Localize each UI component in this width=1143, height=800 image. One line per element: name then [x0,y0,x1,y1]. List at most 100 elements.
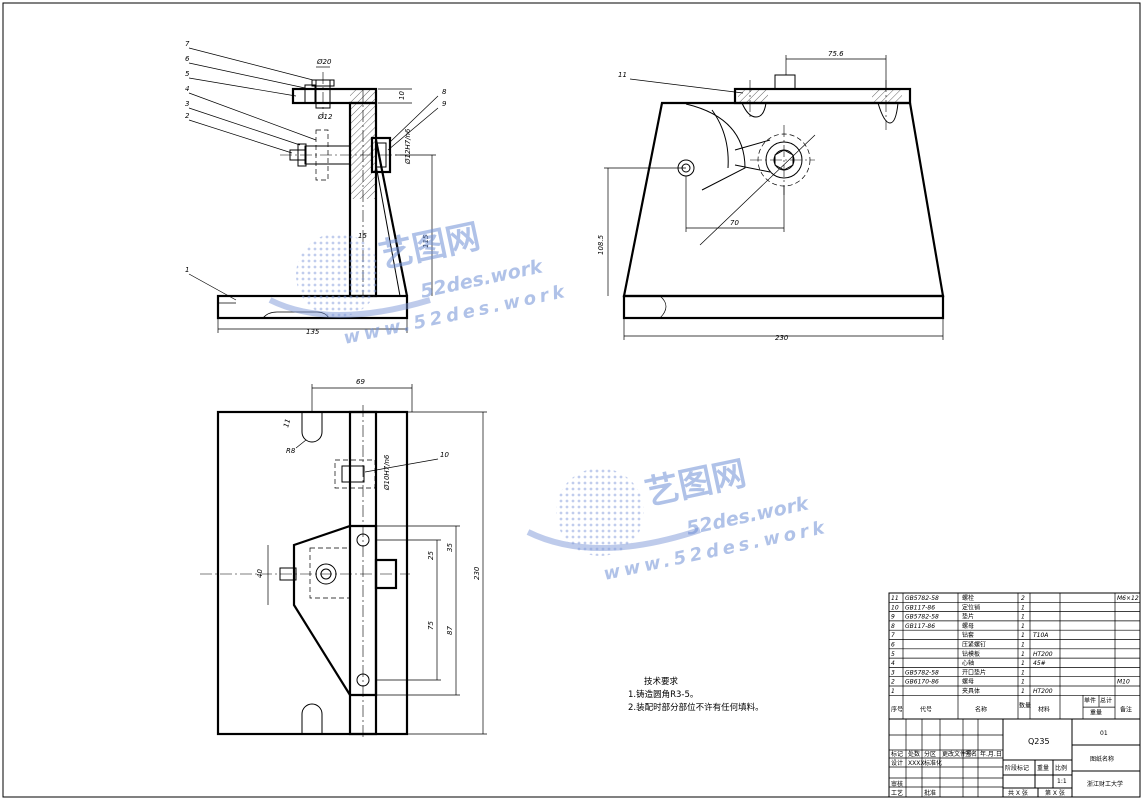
bom-header-no: 序号 [891,705,903,713]
bom-row-7-qty: 1 [1021,632,1025,639]
leader-label-1: 1 [185,266,189,274]
bom-header-total: 总计 [1100,696,1112,704]
bom-row-10-name: 定位销 [962,603,980,611]
tech-req-item-2: 2.装配时部分部位不许有任何填料。 [628,702,764,713]
technical-requirements: 技术要求 1.铸造圆角R3-5。 2.装配时部分部位不许有任何填料。 [628,676,764,713]
dim-top-dia: Ø20 [316,58,332,66]
bom-row-7-mat: T10A [1033,632,1048,639]
title-drawing-name: 图纸名称 [1090,755,1114,763]
dim-plan-75: 75 [427,621,435,630]
leader-label-9: 9 [442,100,447,108]
bom-row-11-name: 螺栓 [962,594,974,602]
bom-row-4-mat: 45# [1033,660,1046,667]
leader-label-4: 4 [185,85,189,93]
bom-row-3-no: 3 [891,669,895,676]
tech-req-item-1: 1.铸造圆角R3-5。 [628,689,698,700]
leader-label-6: 6 [185,55,190,63]
bom-row-9-qty: 1 [1021,614,1025,621]
leader-label-7: 7 [185,40,190,48]
tech-req-title: 技术要求 [644,676,679,687]
svg-text:年.月.日: 年.月.日 [980,750,1002,758]
bom-row-2-code: GB6170-86 [905,679,939,686]
bom-row-4-no: 4 [891,660,895,667]
plan-view: 69 R8 11 Ø10H7/n6 10 25 35 75 87 230 40 [200,378,487,740]
bom-row-9-name: 垫片 [962,613,974,621]
bom-row-11-note: M6×12 [1117,595,1139,602]
bom-row-6-name: 压紧螺钉 [962,641,986,649]
dim-side-arm: 70 [730,219,739,227]
dim-plan-35: 35 [446,543,454,552]
leader-label-2: 2 [185,112,190,120]
bom-row-2-name: 螺母 [962,678,974,686]
svg-text:审核: 审核 [891,780,903,788]
dim-web: 15 [358,232,367,240]
bom-row-8-name: 螺母 [962,622,974,630]
svg-text:签名: 签名 [965,750,977,758]
bom-row-11-no: 11 [891,595,899,602]
dim-side-top: 75.6 [828,50,844,58]
dim-plan-r: R8 [286,447,296,455]
bom-row-5-mat: HT200 [1033,651,1053,658]
svg-text:标记: 标记 [891,750,903,758]
title-material: Q235 [1028,737,1050,746]
dim-plan-slot: 11 [282,418,292,429]
bom-row-7-no: 7 [891,632,895,639]
side-view: 11 75.6 108.5 70 230 [597,50,945,342]
svg-text:比例: 比例 [1055,764,1067,772]
svg-text:分区: 分区 [924,750,936,758]
bom-row-8-no: 8 [891,623,895,630]
title-school: 浙江财工大学 [1087,780,1123,788]
dim-dia12: Ø12 [317,113,333,121]
bom-row-2-qty: 1 [1021,679,1025,686]
bom-header-name: 名称 [975,705,987,713]
title-block: 标记 处数 分区 更改文件号 签名 年.月.日 设计 XXXX 标准化 审核 工… [888,718,1141,798]
bom-row-5-no: 5 [891,651,895,658]
svg-text:设计: 设计 [891,759,903,767]
bom-row-2-no: 2 [891,679,895,686]
bom-row-7-name: 钻套 [962,631,974,639]
bom-row-9-no: 9 [891,614,895,621]
svg-text:阶段标记: 阶段标记 [1005,764,1029,772]
dim-plan-fit: Ø10H7/n6 [383,454,391,491]
bom-row-1-name: 夹具体 [962,687,980,695]
bom-row-5-name: 钻模板 [962,650,980,658]
svg-text:XXXX: XXXX [908,760,924,767]
bom-row-10-no: 10 [891,604,899,611]
bom-row-6-no: 6 [891,642,895,649]
bom-header-qty: 数量 [1019,701,1031,709]
dim-plan-40: 40 [256,569,264,578]
bom-row-10-code: GB117-86 [905,604,935,611]
svg-text:工艺: 工艺 [891,789,903,797]
bom-row-6-qty: 1 [1021,642,1025,649]
bom-row-3-name: 开口垫片 [962,668,986,676]
dim-ten: 10 [398,91,406,100]
svg-text:处数: 处数 [908,750,920,758]
leader-label-10: 10 [440,451,449,459]
bom-header-mat: 材料 [1038,705,1050,713]
bom-row-11-code: GB5782-58 [905,595,939,602]
svg-text:第 X 张: 第 X 张 [1045,789,1065,797]
bom-row-1-mat: HT200 [1033,688,1053,695]
bom-row-11-qty: 2 [1021,595,1025,602]
dim-plan-87: 87 [446,626,454,635]
title-drawing-no: 01 [1100,730,1108,737]
dim-height: 115 [422,234,430,248]
leader-label-5: 5 [185,70,190,78]
title-scale: 1:1 [1057,778,1067,785]
dim-fit: Ø12H7/n6 [404,128,412,165]
bom-row-8-code: GB117-86 [905,623,935,630]
watermark-2: 艺图网 52des.work www.52des.work [526,453,830,585]
bom-row-9-code: GB5782-58 [905,614,939,621]
bom-row-1-no: 1 [891,688,895,695]
svg-text:标准化: 标准化 [924,759,942,767]
svg-text:艺图网: 艺图网 [376,216,484,276]
leader-label-3: 3 [185,100,189,108]
svg-text:共 X 张: 共 X 张 [1008,789,1028,797]
leader-label-11: 11 [618,71,627,79]
bom-header-weight: 重量 [1090,708,1102,716]
svg-text:艺图网: 艺图网 [642,453,750,513]
bom-header-code: 代号 [920,705,932,713]
